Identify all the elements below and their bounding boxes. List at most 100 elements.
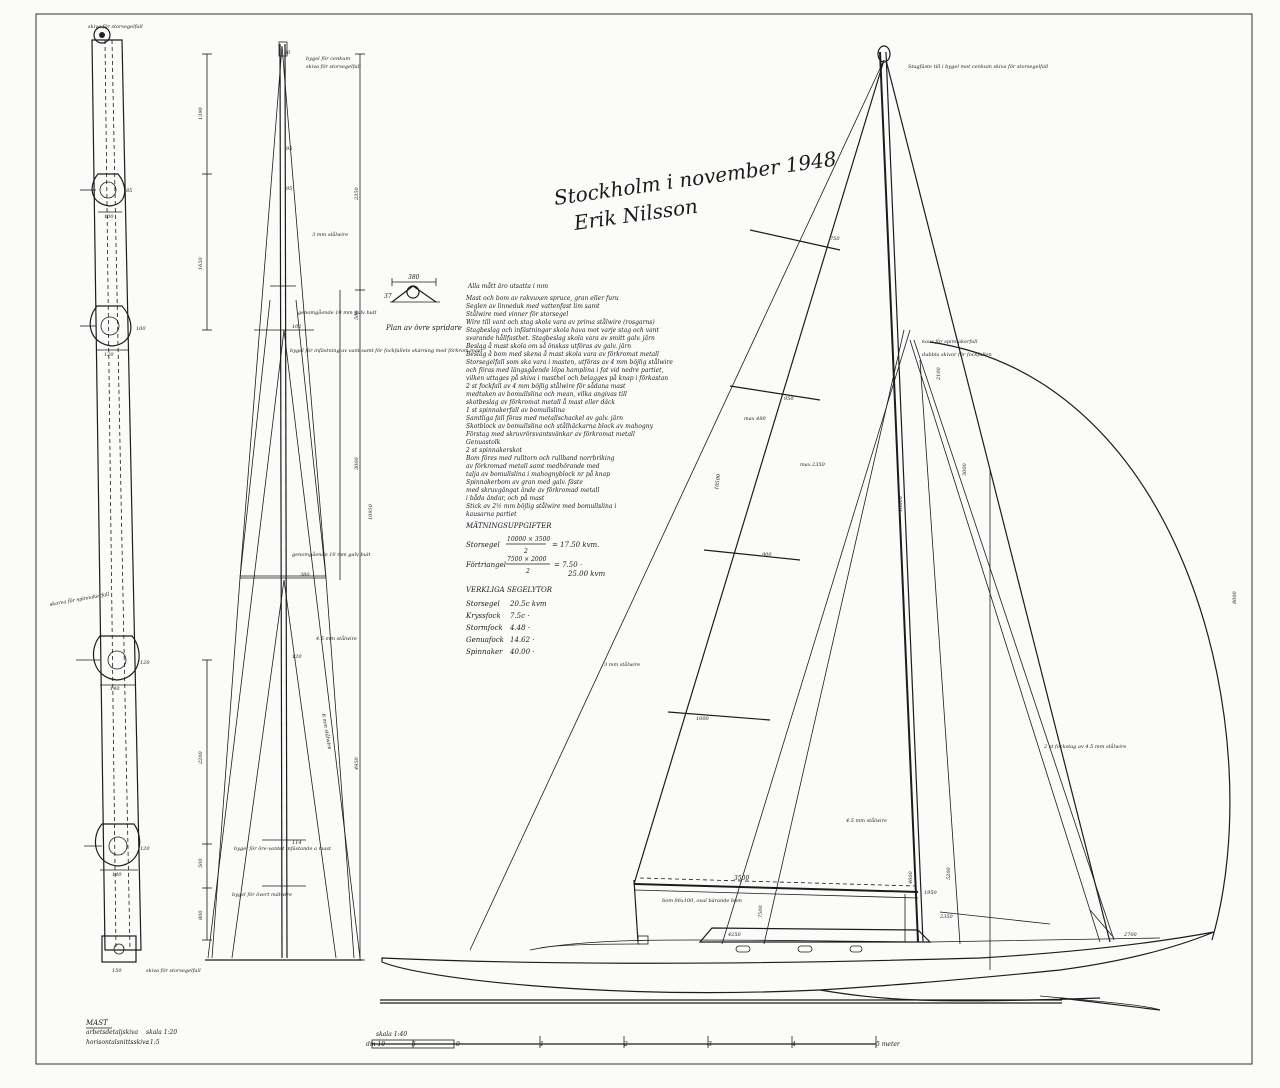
segelyta-name: Stormfock — [466, 624, 503, 632]
sail-dim: 2700 — [1123, 932, 1138, 938]
rig-small-dim: 102 — [292, 324, 302, 330]
notes-line: skotbeslag av förkromat metall å mast el… — [466, 399, 615, 406]
scale-tick: 0 — [456, 1041, 460, 1048]
spreader-plan — [390, 278, 440, 303]
matning-heading: MÄTNINGSUPPGIFTER — [465, 521, 552, 530]
legend-title: MAST — [85, 1019, 109, 1027]
notes-line: med skruvgängat ände av förkromad metall — [466, 487, 599, 494]
matning-storsegel-top: 10000 × 3500 — [507, 536, 550, 543]
mast-section-1 — [91, 173, 126, 207]
rig-small-dim: 380 — [300, 572, 310, 578]
rig-top-note-1: bygel för cenkum — [306, 56, 350, 62]
rig-vdim: 800 — [198, 910, 204, 920]
notes-line: Seglen av linneduk med vattenfast lim sa… — [466, 303, 600, 310]
sail-dim: 3000 — [962, 462, 968, 476]
notes-line: 2 st fockfall av 4 mm böjlig stålwire fö… — [465, 383, 626, 390]
sail-plan — [380, 45, 1231, 1011]
notes-line: Beslag å mast skola om så önskas utföras… — [465, 343, 631, 350]
sail-boom-note: bom 86x100, oval bärande bom — [662, 898, 742, 904]
scale-tick: 2 — [623, 1041, 628, 1048]
rig-small-dim: 120 — [292, 654, 302, 660]
matning-forttriangel-top: 7500 × 2000 — [507, 556, 547, 563]
notes-line: 1 st spinnakerfall av bomullslina — [466, 407, 565, 414]
segelyta-name: Genuafock — [466, 636, 504, 644]
scale-tick: 5 — [412, 1041, 416, 1048]
matning-storsegel-label: Storsegel — [466, 541, 500, 549]
rig-vdim: 2350 — [354, 186, 360, 201]
notes-line: Beslag å bom med skena å mast skola vara… — [465, 351, 659, 358]
sail-dim: 1000 — [696, 716, 710, 722]
mast-section-detail — [76, 26, 142, 963]
scale-tick: 4 — [791, 1041, 796, 1048]
legend-row2-label: horisontalsnittsskiva — [86, 1039, 150, 1046]
matning-total: 25.00 kvm — [567, 570, 605, 578]
sail-dim: 750 — [830, 236, 840, 242]
legend-row1-value: skala 1:20 — [146, 1029, 177, 1036]
notes-line: kausarna partiet — [466, 511, 517, 518]
segelyta-value: 20.5c kvm — [509, 600, 547, 608]
segelyta-value: 4.48 · — [509, 624, 530, 632]
mast-side-dim: 85 — [126, 188, 132, 194]
rig-wire-note-1: 3 mm stålwire — [312, 231, 348, 238]
notes-line: Mast och bom av rakvuxen spruce, gran el… — [465, 295, 619, 302]
rig-bygel-low-1: bygel för öre-vantet infästande a mast — [234, 846, 332, 852]
notes-header: Alla mått äro utsatta i mm — [467, 283, 548, 290]
sail-wire-low: 4.5 mm stålwire — [845, 817, 887, 824]
sail-wire-mid: 3 mm stålwire — [604, 661, 640, 668]
notes-line: svarande hållfasthet. Stagbeslag skola v… — [466, 335, 655, 342]
segelytor-heading: VERKLIGA SEGELYTOR — [466, 586, 553, 594]
sail-top-note: Stagfäste till i bygel mot cenkum skiva … — [908, 64, 1049, 70]
sail-kaus-note-2: dubbla skivor för fockfallen — [922, 352, 992, 358]
rig-vdim: 500 — [354, 310, 360, 320]
rig-vdim: 500 — [198, 858, 204, 868]
mast-dim: 140 — [112, 872, 122, 878]
scale-label: skala 1:40 — [376, 1031, 407, 1038]
legend-row1-label: arbetsdetaljskiva — [86, 1029, 139, 1036]
sail-dim: 4250 — [727, 932, 742, 938]
sail-dim: 10500 — [714, 473, 722, 490]
sail-dim: 950 — [784, 396, 794, 402]
mast-dim: 100 — [104, 214, 114, 220]
verkliga-segelytor: VERKLIGA SEGELYTOR Storsegel 20.5c kvm K… — [465, 586, 553, 656]
notes-line: 2 st spinnakerskot — [465, 447, 523, 454]
matning-storsegel-bot: 2 — [523, 548, 528, 555]
segelyta-name: Kryssfock — [465, 612, 501, 620]
notes-line: Wire till vant och stag skola vara av pr… — [466, 319, 655, 326]
sail-kaus-note-1: kaus för spinnakerfall — [922, 339, 978, 345]
rig-small-dim: 95 — [286, 146, 292, 152]
notes-line: Spinnakerbom av gran med galv. fäste — [466, 479, 583, 486]
sail-dim: 4600 — [908, 870, 914, 885]
rig-wire-note-2: 4.5 mm stålwire — [315, 635, 357, 642]
notes-line: Genuastolk — [466, 439, 501, 446]
spreader-dim: 380 — [408, 274, 420, 281]
segelyta-value: 40.00 · — [509, 648, 535, 656]
mast-bottom-note: skiva för storsegelfall — [146, 968, 201, 974]
mast-section-4 — [94, 823, 141, 867]
sail-dim: max 2350 — [800, 462, 826, 468]
notes-line: talja av bomullslina i mahognyblock nr p… — [466, 471, 610, 478]
sail-forestay-note: 2 st fockstag av 4.5 mm stålwire — [1043, 743, 1126, 750]
sail-dim: 1950 — [924, 890, 938, 896]
notes-line: Bom föres med rulltorn och rullband norr… — [465, 455, 615, 462]
front-rig-view — [202, 41, 365, 961]
mast-dim: 120 — [104, 352, 114, 358]
rig-vdim: 2200 — [198, 750, 204, 765]
notes-line: Stålwire med vinner för storsegel — [466, 311, 568, 318]
sail-dim: 5200 — [946, 866, 952, 880]
scale-tick: 1 — [540, 1041, 544, 1048]
matning-forttriangel-result: = 7.50 · — [554, 561, 582, 569]
rig-wire-note-3: 6 mm stålwire — [320, 713, 333, 750]
mast-section-3 — [92, 635, 140, 681]
sail-dim: 900 — [762, 552, 772, 558]
rig-top-note-2: skiva för storsegelfall — [306, 64, 361, 70]
segelyta-value: 7.5c · — [510, 612, 530, 620]
sail-dim: 10000 — [898, 495, 904, 512]
notes-line: av förkromad metall samt medhörande med — [466, 463, 600, 470]
notes-line: vilken uttages på skiva i masthel och be… — [466, 375, 668, 382]
mast-top-note: skiva för storsegelfall — [88, 24, 143, 30]
specification-notes: Alla mått äro utsatta i mm Mast och bom … — [465, 283, 673, 518]
mast-dim: 140 — [110, 686, 120, 692]
sail-dim: 2350 — [939, 914, 954, 920]
